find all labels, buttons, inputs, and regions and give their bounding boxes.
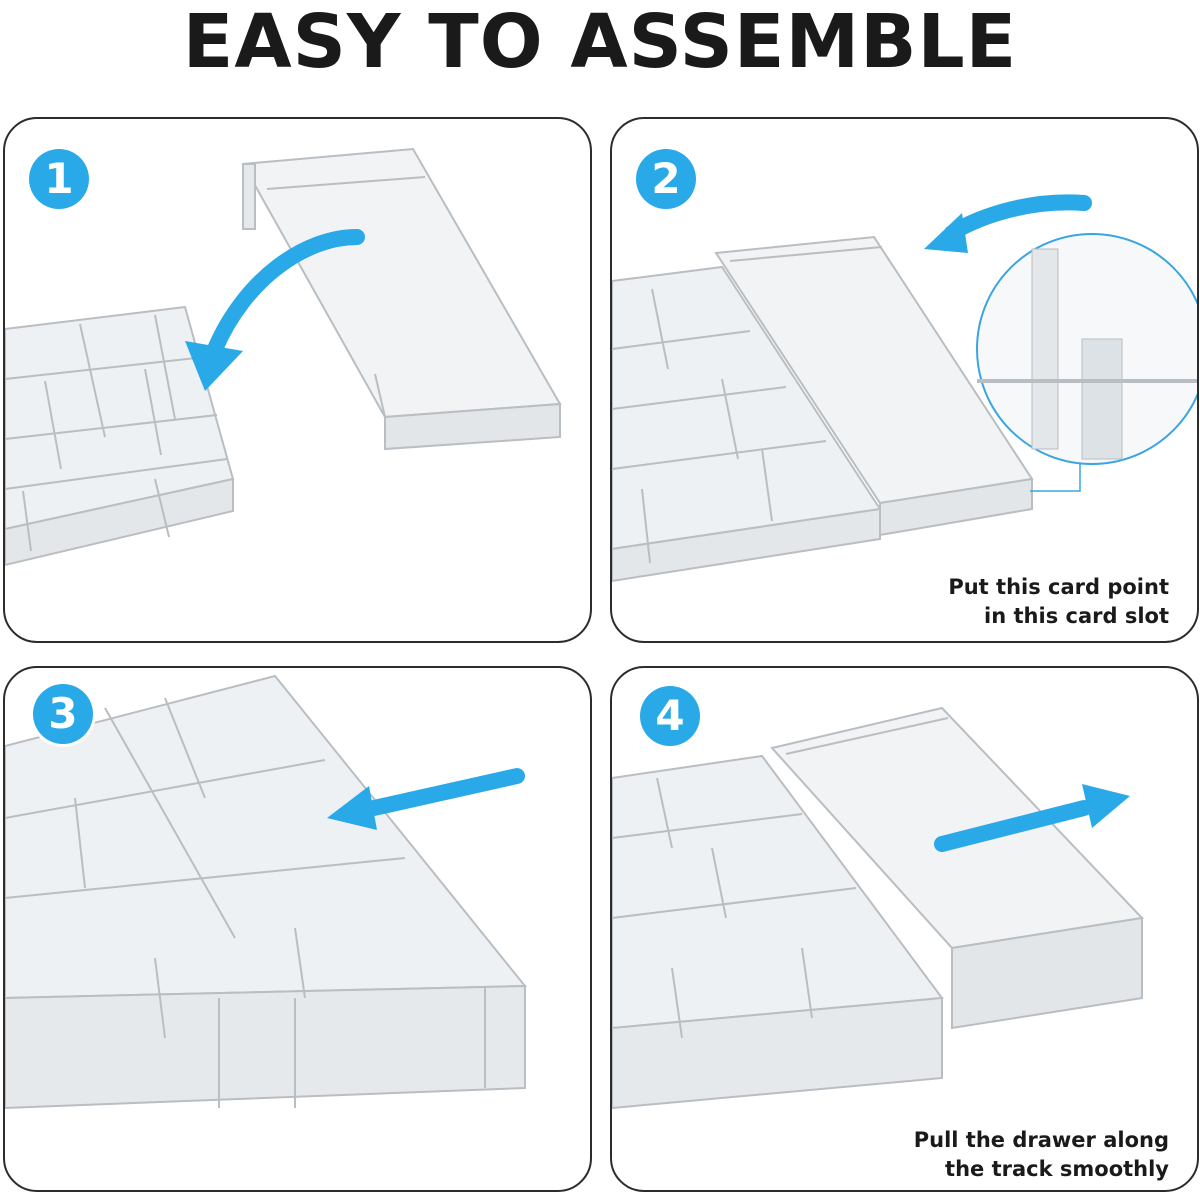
- organizer-tray: [612, 754, 944, 1110]
- organizer-tray: [5, 674, 528, 1110]
- step-2-panel: 2 Put this card point in this card slot: [610, 117, 1199, 643]
- step-2-illustration: [612, 194, 1197, 583]
- step-3-illustration: [5, 674, 528, 1110]
- step-number-badge: 3: [33, 684, 93, 744]
- step-3-panel: 3: [3, 666, 592, 1192]
- curved-arrow-left-icon: [924, 194, 1092, 253]
- organizer-tray: [5, 305, 235, 567]
- drawer: [714, 235, 1034, 537]
- caption-line: Put this card point: [948, 575, 1169, 599]
- step-4-illustration: [612, 706, 1145, 1110]
- caption-line: the track smoothly: [945, 1157, 1169, 1181]
- curved-arrow-left-down-icon: [185, 229, 365, 391]
- drawer: [241, 147, 562, 451]
- step-4-panel: 4 Pull the drawer along the track smooth…: [610, 666, 1199, 1192]
- step-number-badge: 4: [640, 686, 700, 746]
- caption-line: in this card slot: [984, 604, 1169, 628]
- caption-line: Pull the drawer along: [913, 1128, 1169, 1152]
- drawer: [770, 706, 1145, 1030]
- step-4-caption: Pull the drawer along the track smoothly: [829, 1126, 1169, 1184]
- step-number-badge: 1: [29, 149, 89, 209]
- arrow-right-icon: [934, 784, 1130, 852]
- step-2-caption: Put this card point in this card slot: [849, 573, 1169, 631]
- step-1-illustration: [5, 147, 562, 567]
- step-1-panel: 1: [3, 117, 592, 643]
- step-number-badge: 2: [636, 149, 696, 209]
- page-title: EASY TO ASSEMBLE: [182, 0, 1018, 85]
- arrow-left-icon: [327, 768, 525, 830]
- detail-zoom-circle: [976, 233, 1197, 492]
